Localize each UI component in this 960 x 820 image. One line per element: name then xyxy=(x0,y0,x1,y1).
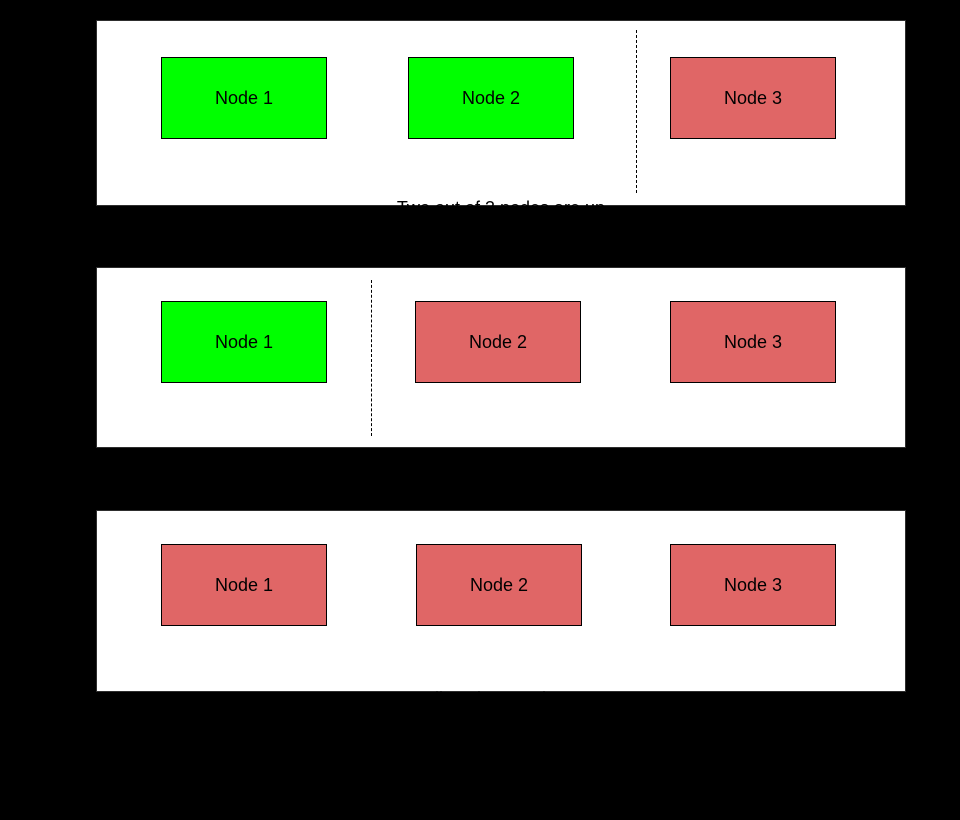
caption-line-1: All Nodes are down xyxy=(422,689,580,709)
node-label: Node 2 xyxy=(468,331,528,352)
node-box: Node 1 xyxy=(161,544,327,626)
node-label: Node 2 xyxy=(469,574,529,595)
node-box: Node 3 xyxy=(670,57,836,139)
node-label: Node 1 xyxy=(214,331,274,352)
node-label: Node 3 xyxy=(723,331,783,352)
scenario-panel-all-nodes-down: Node 1 Node 2 Node 3 All Nodes are down … xyxy=(96,510,906,775)
node-box: Node 3 xyxy=(670,301,836,383)
caption-line-1: Two out of 3 nodes are up xyxy=(396,198,606,218)
node-box: Node 2 xyxy=(415,301,581,383)
node-label: Node 3 xyxy=(723,87,783,108)
node-box: Node 2 xyxy=(408,57,574,139)
node-label: Node 2 xyxy=(461,87,521,108)
node-box: Node 1 xyxy=(161,57,327,139)
node-box: Node 1 xyxy=(161,301,327,383)
node-label: Node 3 xyxy=(723,574,783,595)
scenario-caption: All Nodes are down Majority Fails & Clus… xyxy=(97,644,905,820)
node-label: Node 1 xyxy=(214,87,274,108)
scenario-panel-two-nodes-down: Node 1 Node 2 Node 3 Two out of 3 nodes … xyxy=(96,267,906,534)
quorum-partition-dashed-line xyxy=(636,30,637,193)
caption-line-1: Two out of 3 nodes are down xyxy=(385,448,617,468)
scenario-panel-two-nodes-up: Node 1 Node 2 Node 3 Two out of 3 nodes … xyxy=(96,20,906,284)
diagram-canvas: { "colors": { "background": "#000000", "… xyxy=(96,20,906,775)
node-box: Node 2 xyxy=(416,544,582,626)
node-box: Node 3 xyxy=(670,544,836,626)
node-label: Node 1 xyxy=(214,574,274,595)
quorum-partition-dashed-line xyxy=(371,280,372,436)
caption-line-2: Majority Fails & Cluster Stops xyxy=(382,755,620,775)
